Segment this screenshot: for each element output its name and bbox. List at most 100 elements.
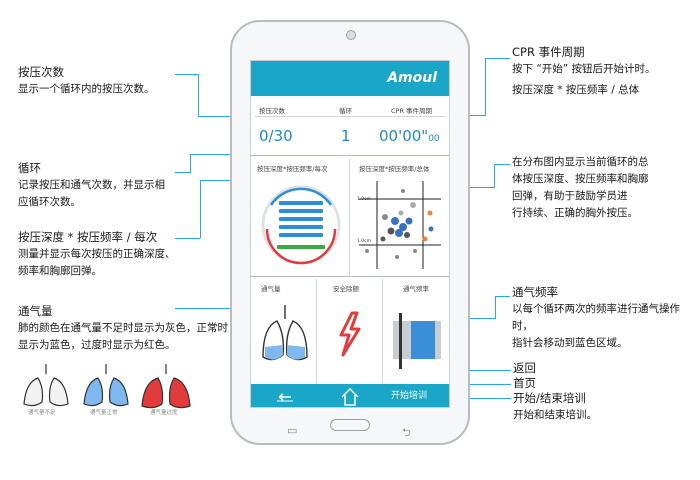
- leader-line: [198, 74, 199, 116]
- depth-bar: [279, 209, 323, 213]
- vent-rate-label: 通气频率: [403, 285, 429, 293]
- cpr-period-label: CPR 事件周期: [391, 107, 433, 115]
- leader-line: [485, 58, 486, 115]
- leader-line: [175, 238, 200, 239]
- press-count-label: 按压次数: [259, 107, 285, 115]
- annotation-title: 通气频率: [512, 285, 558, 299]
- annotation-desc: 回弹，有助于鼓励学员进: [512, 190, 628, 202]
- distribution-points: [365, 189, 434, 259]
- annotation-title: 开始/结束培训: [513, 391, 586, 405]
- annotation-title: 循环: [18, 161, 41, 175]
- press-count-value: 0/30: [259, 127, 293, 145]
- annotation-desc: 开始和结束培训。: [513, 409, 597, 421]
- divider: [255, 116, 445, 117]
- lung-icon-normal: [83, 364, 129, 407]
- annotation-desc: 显示为蓝色，过度时显示为红色。: [18, 339, 176, 351]
- annotation-desc: 行持续、正确的胸外按压。: [512, 207, 638, 219]
- annotation-ventilation: 通气量 肺的颜色在通气量不足时显示为灰色，正常时 显示为蓝色，过度时显示为红色。: [18, 303, 228, 354]
- annotation-desc: 指针会移动到蓝色区域。: [512, 337, 628, 349]
- annotation-desc: 肺的颜色在通气量不足时显示为灰色，正常时: [18, 322, 228, 334]
- hw-back-button[interactable]: ⮌: [402, 426, 411, 439]
- annotation-distribution: 在分布图内显示当前循环的总 体按压深度、按压频率和胸廓 回弹，有助于鼓励学员进 …: [512, 154, 649, 222]
- safety-label: 安全除颤: [333, 285, 359, 293]
- app-screen: Amoul 按压次数 循环 CPR 事件周期 0/30 1 00'00"00 按…: [250, 60, 450, 408]
- lung-icon-excessive: [141, 364, 191, 409]
- distribution-chart: [359, 181, 441, 269]
- brand-logo: Amoul: [387, 70, 437, 86]
- annotation-title: 按压次数: [18, 65, 64, 79]
- leader-line: [175, 172, 191, 173]
- annotation-cpr-period: CPR 事件周期 按下 “开始” 按钮后开始计时。 按压深度 * 按压频率 / …: [512, 44, 656, 99]
- axis-label: 1.0cm: [357, 239, 372, 244]
- leader-line: [440, 398, 511, 399]
- home-button[interactable]: [337, 384, 363, 407]
- depth-bar: [279, 225, 323, 229]
- depth-bar: [279, 233, 323, 237]
- annotation-start-stop: 开始/结束培训 开始和结束培训。: [513, 390, 597, 424]
- lung-icon-insufficient: [23, 364, 69, 407]
- lung-caption: 通气量过度: [150, 410, 178, 416]
- leader-line: [494, 164, 510, 165]
- leader-line: [485, 58, 510, 59]
- annotation-desc: 记录按压和通气次数，并显示相: [18, 179, 165, 191]
- cycle-label: 循环: [339, 107, 352, 115]
- cpr-time-main: 00'00": [379, 127, 429, 145]
- lung-caption: 通气量不足: [28, 410, 56, 416]
- home-icon: [341, 387, 359, 406]
- annotation-desc: 在分布图内显示当前循环的总: [512, 156, 649, 168]
- start-training-button[interactable]: 开始培训: [391, 391, 428, 401]
- annotation-desc: 按下 “开始” 按钮后开始计时。: [512, 63, 656, 75]
- annotation-press-count: 按压次数 显示一个循环内的按压次数。: [18, 64, 155, 98]
- back-button[interactable]: [269, 384, 299, 407]
- vent-rate-meter: [393, 313, 441, 369]
- annotation-desc: 以每个循环两次的频率进行通气操作时，: [512, 303, 680, 332]
- cpr-time-value: 00'00"00: [379, 127, 440, 145]
- cpr-time-ms: 00: [428, 134, 440, 144]
- recoil-bar: [277, 245, 325, 249]
- gauge-arc-red: [265, 228, 337, 265]
- depth-bar: [279, 201, 323, 205]
- annotation-title: 首页: [513, 376, 536, 390]
- annotation-desc: 频率和胸廓回弹。: [18, 265, 102, 277]
- back-icon: [277, 393, 293, 402]
- depth-rate-each-label: 按压深度*按压频率/每次: [257, 165, 328, 173]
- annotation-title: 按压深度 * 按压频率 / 每次: [18, 230, 158, 244]
- compression-gauge: [261, 185, 341, 265]
- axis-label: 1.0cm: [357, 197, 372, 202]
- lung-icon: [262, 305, 308, 361]
- hw-recent-button[interactable]: ▭: [287, 424, 298, 437]
- leader-line: [190, 154, 191, 172]
- annotation-cycle: 循环 记录按压和通气次数，并显示相 应循环次数。: [18, 160, 165, 211]
- leader-line: [495, 296, 510, 297]
- volume-label: 通气量: [261, 285, 281, 293]
- annotation-desc: 应循环次数。: [18, 196, 81, 208]
- annotation-desc: 体按压深度、按压频率和胸廓: [512, 173, 649, 185]
- depth-rate-total-label: 按压深度*按压频率/总体: [359, 165, 430, 173]
- annotation-desc: 显示一个循环内的按压次数。: [18, 83, 155, 95]
- leader-line: [200, 180, 201, 238]
- divider: [316, 279, 317, 383]
- leader-line: [175, 74, 198, 75]
- lung-caption: 通气量正常: [90, 410, 118, 416]
- divider: [382, 279, 383, 383]
- annotation-depth-rate: 按压深度 * 按压频率 / 每次 测量并显示每次按压的正确深度、 频率和胸廓回弹…: [18, 229, 176, 280]
- vent-rate-needle: [399, 313, 402, 369]
- leader-line: [494, 164, 495, 187]
- vent-target-zone: [411, 321, 435, 359]
- gauge-arc-blue: [269, 187, 333, 206]
- leader-line: [175, 308, 263, 309]
- app-footer: 开始培训: [251, 384, 449, 407]
- defibrillation-icon: [339, 311, 361, 357]
- camera-icon: [346, 30, 356, 40]
- annotation-desc: 测量并显示每次按压的正确深度、: [18, 248, 176, 260]
- hw-home-button[interactable]: [330, 419, 370, 431]
- annotation-home: 首页: [513, 375, 536, 392]
- annotation-desc: 按压深度 * 按压频率 / 总体: [512, 84, 640, 96]
- annotation-back: 返回: [513, 360, 536, 377]
- divider: [251, 276, 449, 277]
- leader-line: [495, 296, 496, 318]
- depth-bar: [279, 217, 323, 221]
- app-header: Amoul: [251, 61, 449, 96]
- divider: [349, 159, 350, 276]
- lungs-legend: [23, 364, 191, 409]
